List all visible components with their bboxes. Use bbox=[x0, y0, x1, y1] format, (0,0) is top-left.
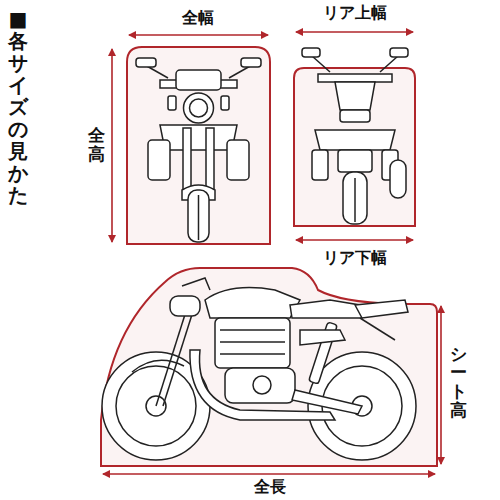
rear-view-bike bbox=[302, 48, 408, 224]
cover-outlines bbox=[101, 47, 437, 466]
dimension-label: 全高 bbox=[88, 126, 105, 163]
dimension-label: リア下幅 bbox=[323, 248, 387, 267]
dimension-label: 全長 bbox=[254, 477, 286, 496]
title: ■各サイズの見かた bbox=[8, 8, 28, 206]
dimension-arrows bbox=[103, 32, 441, 474]
dimension-label: 全幅 bbox=[182, 8, 214, 27]
dimension-label: シート高 bbox=[450, 345, 467, 420]
side-view-bike bbox=[102, 278, 416, 460]
dimension-label: リア上幅 bbox=[323, 3, 387, 22]
front-view-bike bbox=[136, 58, 261, 242]
